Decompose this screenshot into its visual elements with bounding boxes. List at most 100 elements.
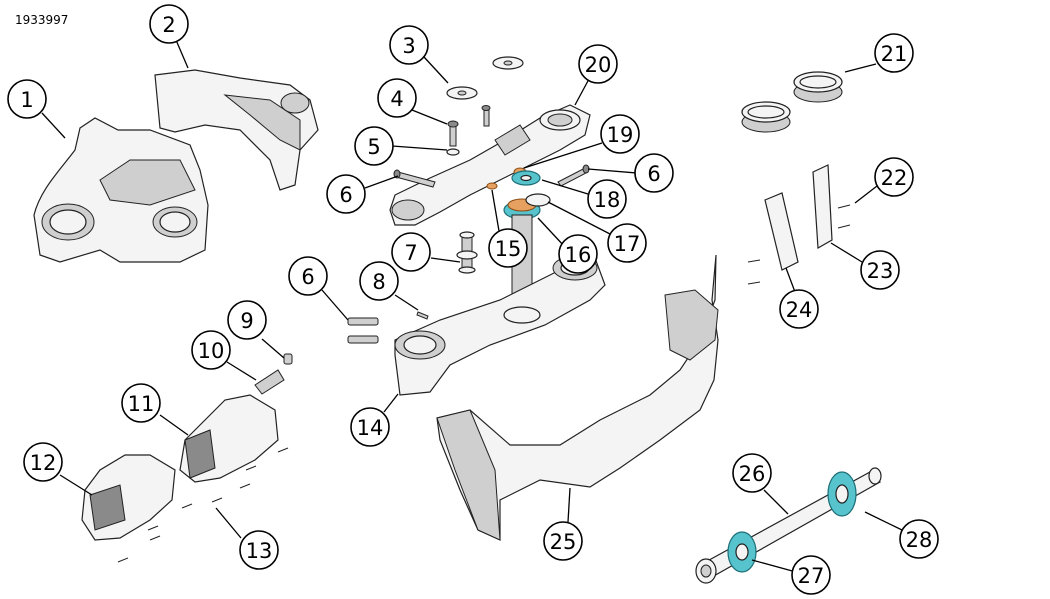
callout-number: 23	[867, 259, 894, 283]
callout-number: 14	[357, 416, 384, 440]
part-6-bolts-lower	[347, 317, 379, 344]
callout-circle	[860, 250, 900, 290]
part-23-bracket	[812, 164, 833, 249]
callout-circle	[391, 232, 431, 272]
callout-circle	[350, 407, 390, 447]
part-15-spacer	[486, 182, 498, 190]
callout-circle	[326, 174, 366, 214]
part-3-washer	[446, 56, 524, 100]
part-12-caliper	[81, 454, 176, 541]
callout-17: 17	[607, 223, 647, 263]
callout-circle	[488, 228, 528, 268]
part-18-seal	[511, 170, 541, 186]
part-10-adapter	[254, 369, 285, 395]
callout-7: 7	[391, 232, 431, 272]
part-5-washer-small	[446, 148, 460, 156]
callout-number: 19	[607, 123, 634, 147]
callout-27: 27	[791, 555, 831, 595]
callout-number: 24	[786, 298, 813, 322]
document-id: 1933997	[15, 13, 69, 27]
callout-circle	[607, 223, 647, 263]
callout-6: 6	[634, 153, 674, 193]
callout-number: 13	[246, 539, 273, 563]
callout-6: 6	[326, 174, 366, 214]
part-24-bracket	[747, 192, 799, 285]
part-20-upper-clamp	[389, 104, 591, 226]
callout-21: 21	[874, 33, 914, 73]
callout-circle	[191, 330, 231, 370]
callout-22: 22	[874, 157, 914, 197]
callout-number: 26	[739, 462, 766, 486]
part-13-bolts	[117, 447, 289, 563]
callout-number: 17	[614, 232, 641, 256]
callout-number: 6	[647, 162, 660, 186]
part-27-spacer	[727, 531, 757, 573]
callout-circle	[121, 383, 161, 423]
callout-circle	[359, 261, 399, 301]
callout-5: 5	[354, 126, 394, 166]
part-4-bolt	[447, 105, 491, 147]
callout-number: 1	[20, 88, 33, 112]
callout-number: 15	[495, 237, 522, 261]
callout-28: 28	[899, 519, 939, 559]
callout-circle	[149, 4, 189, 44]
callout-number: 28	[906, 528, 933, 552]
part-2-shroud	[154, 69, 319, 191]
part-7-adjuster	[456, 231, 478, 274]
part-17-race	[525, 193, 551, 207]
callout-number: 3	[402, 34, 415, 58]
callout-13: 13	[239, 530, 279, 570]
callout-circle	[587, 179, 627, 219]
part-6-bolt-upper-right	[557, 164, 590, 187]
callout-circle	[543, 521, 583, 561]
callout-number: 10	[198, 339, 225, 363]
callout-number: 5	[367, 135, 380, 159]
callout-number: 12	[30, 451, 57, 475]
callout-25: 25	[543, 521, 583, 561]
callout-number: 6	[301, 265, 314, 289]
callout-12: 12	[23, 442, 63, 482]
callout-8: 8	[359, 261, 399, 301]
callout-circle	[791, 555, 831, 595]
callout-circle	[899, 519, 939, 559]
callout-26: 26	[732, 453, 772, 493]
callout-9: 9	[227, 300, 267, 340]
callout-circle	[227, 300, 267, 340]
part-11-caliper	[179, 394, 279, 483]
callout-19: 19	[600, 114, 640, 154]
callout-6: 6	[288, 256, 328, 296]
callout-number: 27	[798, 564, 825, 588]
callout-11: 11	[121, 383, 161, 423]
callout-circle	[634, 153, 674, 193]
part-6-bolt-upper-left	[393, 169, 436, 188]
callout-14: 14	[350, 407, 390, 447]
callout-24: 24	[779, 289, 819, 329]
callout-circle	[288, 256, 328, 296]
callout-10: 10	[191, 330, 231, 370]
callout-number: 16	[565, 243, 592, 267]
part-22-screws	[837, 204, 851, 229]
callout-circle	[239, 530, 279, 570]
callout-number: 9	[240, 309, 253, 333]
part-8-screw	[416, 311, 429, 320]
callout-23: 23	[860, 250, 900, 290]
callout-15: 15	[488, 228, 528, 268]
callout-number: 8	[372, 270, 385, 294]
callout-circle	[874, 33, 914, 73]
callout-1: 1	[7, 79, 47, 119]
part-1-upper-cover	[33, 117, 209, 263]
callout-20: 20	[578, 44, 618, 84]
callout-number: 18	[594, 188, 621, 212]
callout-circle	[23, 442, 63, 482]
callout-number: 22	[881, 166, 908, 190]
callout-circle	[377, 78, 417, 118]
callout-circle	[558, 234, 598, 274]
callout-number: 11	[128, 392, 155, 416]
callout-circle	[779, 289, 819, 329]
callout-circle	[7, 79, 47, 119]
callout-16: 16	[558, 234, 598, 274]
callout-2: 2	[149, 4, 189, 44]
part-25-fairing	[436, 254, 719, 541]
